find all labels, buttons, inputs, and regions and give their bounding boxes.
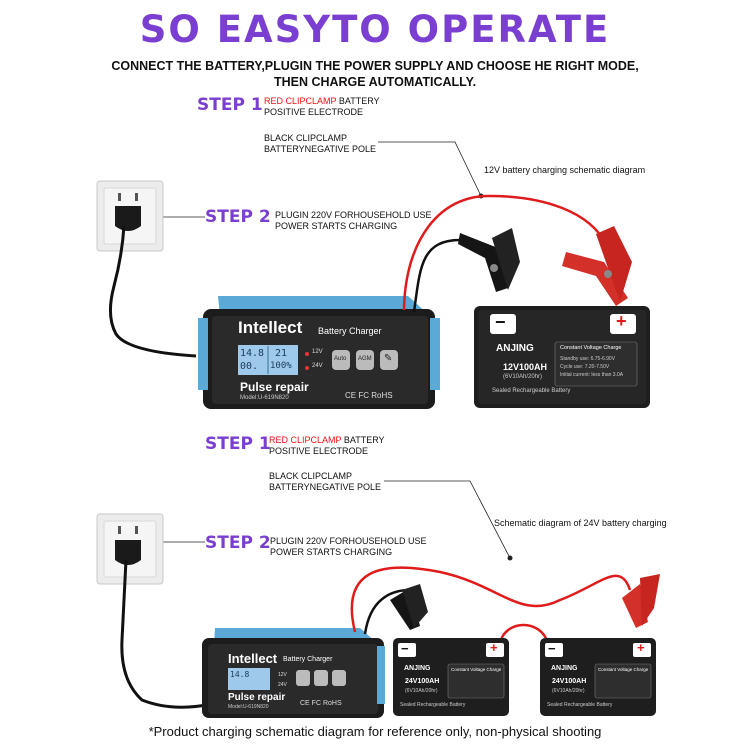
- s1-black-clamp: [458, 228, 520, 292]
- s2-step1-line2: POSITIVE ELECTRODE: [269, 446, 369, 456]
- s1-step1-text: RED CLIPCLAMP BATTERY POSITIVE ELECTRODE: [264, 96, 424, 118]
- s1-battery-standby: Standby use: 6.75-6.90V: [560, 356, 616, 362]
- s2-charger-brand: Intellect: [228, 651, 278, 666]
- s1-lcd-right-top: 21: [275, 348, 288, 359]
- s1-black-leader: [378, 141, 482, 197]
- s2-step2-line1: PLUGIN 220V FORHOUSEHOLD USE: [270, 536, 427, 546]
- s1-black-line1: BLACK CLIPCLAMP: [264, 133, 348, 143]
- s1-lcd-top: 14.8: [240, 348, 265, 359]
- s1-step2-line1: PLUGIN 220V FORHOUSEHOLD USE: [275, 210, 432, 220]
- s1-step1-line2: POSITIVE ELECTRODE: [264, 107, 364, 117]
- s2-left-battery-brand: ANJING: [404, 665, 431, 672]
- s2-step1-rest: BATTERY: [341, 435, 385, 445]
- s1-red-cable: [402, 194, 609, 311]
- s1-step2-label: STEP 2: [205, 207, 271, 227]
- s1-red-clip-text: RED CLIPCLAMP: [264, 96, 337, 106]
- s2-black-leader: [384, 480, 511, 559]
- s2-charger-mode: Pulse repair: [228, 692, 286, 703]
- s1-lcd-bottom: 00.: [240, 361, 259, 372]
- s2-black-clamp: [390, 584, 428, 630]
- s2-right-battery-cvc: Constant Voltage Charge: [598, 667, 649, 672]
- s1-black-line2: BATTERYNEGATIVE POLE: [264, 144, 377, 154]
- s1-black-clip-text: BLACK CLIPCLAMP BATTERYNEGATIVE POLE: [264, 133, 376, 155]
- footer-note: *Product charging schematic diagram for …: [148, 724, 602, 739]
- s1-step2-text: PLUGIN 220V FORHOUSEHOLD USE POWER START…: [275, 210, 432, 232]
- s2-step1-text: RED CLIPCLAMP BATTERY POSITIVE ELECTRODE: [269, 435, 429, 457]
- s1-diagram-label: 12V battery charging schematic diagram: [484, 165, 646, 175]
- s2-diagram-label: Schematic diagram of 24V battery chargin…: [494, 518, 667, 528]
- s1-v12-label: 12V: [312, 349, 323, 355]
- s2-v24-label: 24V: [278, 682, 287, 688]
- s2-left-battery-cvc: Constant Voltage Charge: [451, 667, 502, 672]
- illustration: [96, 141, 660, 718]
- s2-battery-right: [540, 638, 656, 716]
- s1-battery-plus-icon: +: [616, 311, 627, 331]
- s2-left-battery-sealed: Sealed Rechargeable Battery: [400, 702, 466, 708]
- s2-right-minus-icon: −: [548, 641, 556, 656]
- s1-auto-button: Auto: [334, 356, 347, 362]
- s1-wrench-icon: ✎: [384, 353, 393, 364]
- subtitle-line-1: CONNECT THE BATTERY,PLUGIN THE POWER SUP…: [111, 59, 639, 73]
- s2-charger-name: Battery Charger: [283, 656, 333, 663]
- s2-battery-left: [393, 638, 509, 716]
- s2-right-battery-brand: ANJING: [551, 665, 578, 672]
- subtitle-line-2: THEN CHARGE AUTOMATICALLY.: [273, 75, 477, 89]
- s2-lcd-top: 14.8: [230, 670, 250, 679]
- s1-battery-model: 12V100AH: [503, 362, 548, 372]
- s2-cert-marks: CE FC RoHS: [300, 700, 342, 707]
- s1-step1-label: STEP 1: [197, 95, 263, 115]
- s1-battery-initial: Initial current: less than 3.0A: [560, 372, 624, 378]
- s1-v24-label: 24V: [312, 363, 323, 369]
- s2-right-battery-model: 24V100AH: [552, 678, 587, 685]
- s2-charger: [202, 628, 385, 718]
- s1-battery-spec: (6V10Ah/20hr): [503, 374, 543, 380]
- s1-charger-name: Battery Charger: [318, 326, 382, 336]
- s1-battery-brand: ANJING: [496, 343, 534, 354]
- s2-step2-label: STEP 2: [205, 533, 271, 553]
- s1-step1-rest: BATTERY: [336, 96, 380, 106]
- s1-charger-mode: Pulse repair: [240, 380, 309, 394]
- s2-right-plus-icon: +: [637, 640, 645, 655]
- s1-cert-marks: CE FC RoHS: [345, 391, 393, 400]
- s1-wall-socket: [96, 180, 197, 358]
- s2-step2-text: PLUGIN 220V FORHOUSEHOLD USE POWER START…: [270, 536, 427, 558]
- s1-red-clamp: [562, 226, 632, 306]
- s2-wall-socket: [96, 513, 213, 709]
- s2-left-plus-icon: +: [490, 640, 498, 655]
- s2-right-battery-spec: (6V10Ah/20hr): [552, 688, 585, 694]
- s1-step2-line2: POWER STARTS CHARGING: [275, 221, 398, 231]
- s1-black-cable: [412, 238, 461, 313]
- s2-left-minus-icon: −: [401, 641, 409, 656]
- s1-battery: [474, 306, 650, 408]
- s2-step2-line2: POWER STARTS CHARGING: [270, 547, 393, 557]
- s2-black-clip-text: BLACK CLIPCLAMP BATTERYNEGATIVE POLE: [269, 471, 381, 493]
- s1-agm-button: AGM: [358, 356, 372, 362]
- s2-right-battery-sealed: Sealed Rechargeable Battery: [547, 702, 613, 708]
- s2-link-cable: [498, 623, 550, 644]
- s1-charger-model: Model:U-619N820: [240, 395, 289, 401]
- s1-charger-brand: Intellect: [238, 318, 303, 337]
- page-title: SO EASYTO OPERATE: [139, 8, 611, 51]
- s1-lcd-right-bottom: 100%: [270, 361, 292, 371]
- s2-black-line1: BLACK CLIPCLAMP: [269, 471, 353, 481]
- s2-leader-dot: [507, 555, 513, 561]
- subtitle: CONNECT THE BATTERY,PLUGIN THE POWER SUP…: [100, 58, 650, 90]
- s1-battery-cycle: Cycle use: 7.20-7.50V: [560, 364, 610, 370]
- s2-left-battery-spec: (6V10Ah/20hr): [405, 688, 438, 694]
- s2-step1-label: STEP 1: [205, 434, 271, 454]
- s2-left-battery-model: 24V100AH: [405, 678, 440, 685]
- s1-charger: [198, 296, 440, 409]
- s2-v12-label: 12V: [278, 672, 287, 678]
- s2-red-clip-text: RED CLIPCLAMP: [269, 435, 342, 445]
- s2-charger-model: Model:U-619N820: [228, 704, 269, 710]
- s2-black-line2: BATTERYNEGATIVE POLE: [269, 482, 382, 492]
- s2-red-cable: [350, 566, 632, 633]
- s1-battery-sealed: Sealed Rechargeable Battery: [492, 388, 571, 394]
- s2-red-clamp: [622, 574, 660, 628]
- s1-battery-cvc: Constant Voltage Charge: [560, 345, 622, 351]
- s1-battery-minus-icon: −: [495, 312, 506, 332]
